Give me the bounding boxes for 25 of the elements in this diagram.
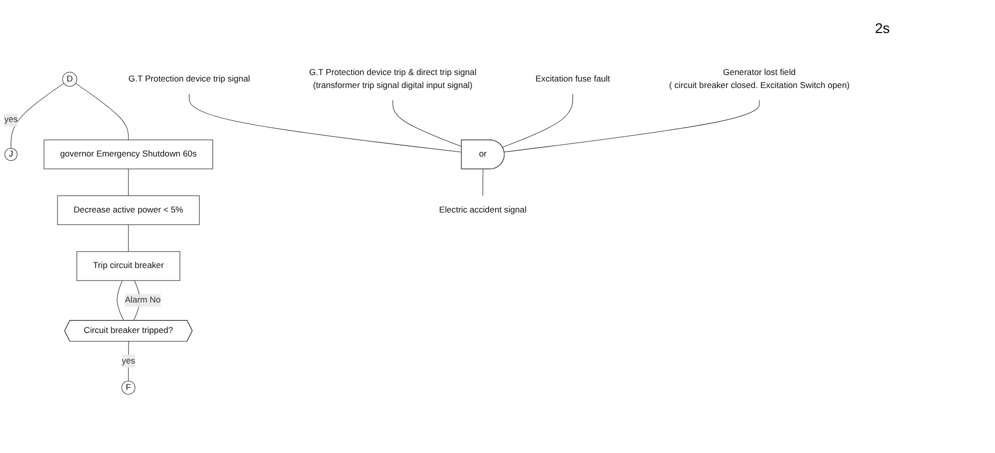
connector xyxy=(482,169,484,196)
node-text: G.T Protection device trip & direct trip signal (transformer trip signal digital input signal) xyxy=(309,68,476,90)
node-text: Generator lost field ( circuit breaker closed. Excitation Switch open) xyxy=(669,68,850,90)
connector xyxy=(116,280,124,322)
connector xyxy=(504,100,760,152)
connector xyxy=(502,94,574,148)
edge-label: yes xyxy=(122,356,136,366)
node-box: governor Emergency Shutdown 60s xyxy=(44,140,214,170)
connector xyxy=(128,224,129,252)
node-circle: F xyxy=(121,380,136,395)
edge-label: Alarm No xyxy=(124,296,161,305)
edge-label: yes xyxy=(4,115,18,125)
node-text: Electric accident signal xyxy=(439,206,526,215)
connector xyxy=(392,100,462,147)
delay-note: 2s xyxy=(875,20,891,36)
connector xyxy=(75,83,129,140)
node-box: Trip circuit breaker xyxy=(76,252,180,282)
node-box: Decrease active power < 5% xyxy=(57,196,200,226)
node-text: Excitation fuse fault xyxy=(536,74,610,84)
node-circle: D xyxy=(62,72,78,87)
node-circle: J xyxy=(4,148,18,162)
connector xyxy=(188,94,462,153)
connector xyxy=(128,168,129,196)
node-text: G.T Protection device trip signal xyxy=(128,74,250,84)
connector xyxy=(10,83,64,149)
